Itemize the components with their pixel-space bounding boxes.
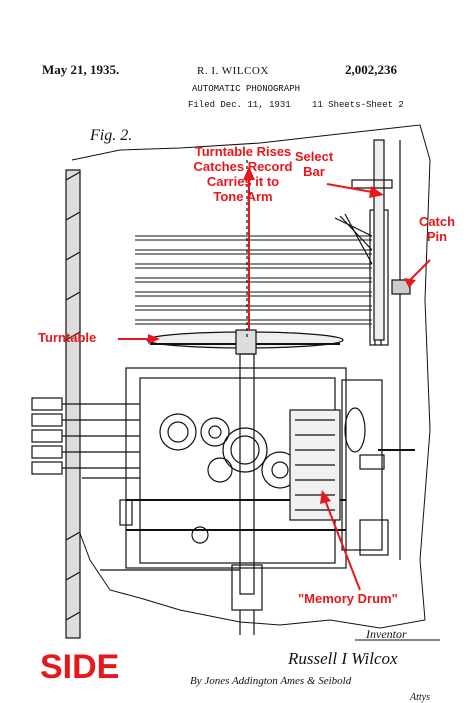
filed-date: Filed Dec. 11, 1931 bbox=[188, 100, 291, 110]
inventor-label: Inventor bbox=[365, 627, 407, 641]
annotation-select-bar: Select Bar bbox=[294, 149, 334, 179]
inventor-heading: R. I. WILCOX bbox=[197, 65, 269, 77]
inventor-signature: Russell I Wilcox bbox=[287, 649, 398, 668]
figure-label: Fig. 2. bbox=[89, 127, 132, 144]
annotation-side: SIDE bbox=[40, 648, 120, 686]
annotation-turntable-rises: Turntable Rises Catches Record Carries i… bbox=[193, 144, 293, 204]
annotation-catch-pin: Catch Pin bbox=[418, 214, 456, 244]
attorney-signature: By Jones Addington Ames & Seibold bbox=[190, 675, 352, 687]
attorneys-label: Attys bbox=[409, 692, 430, 703]
annotation-turntable: Turntable bbox=[38, 330, 97, 345]
annotation-memory-drum: "Memory Drum" bbox=[298, 591, 398, 606]
sheet-count: 11 Sheets-Sheet 2 bbox=[312, 100, 404, 110]
patent-title: AUTOMATIC PHONOGRAPH bbox=[192, 84, 301, 94]
patent-date: May 21, 1935. bbox=[42, 62, 120, 77]
patent-number: 2,002,236 bbox=[345, 62, 397, 77]
